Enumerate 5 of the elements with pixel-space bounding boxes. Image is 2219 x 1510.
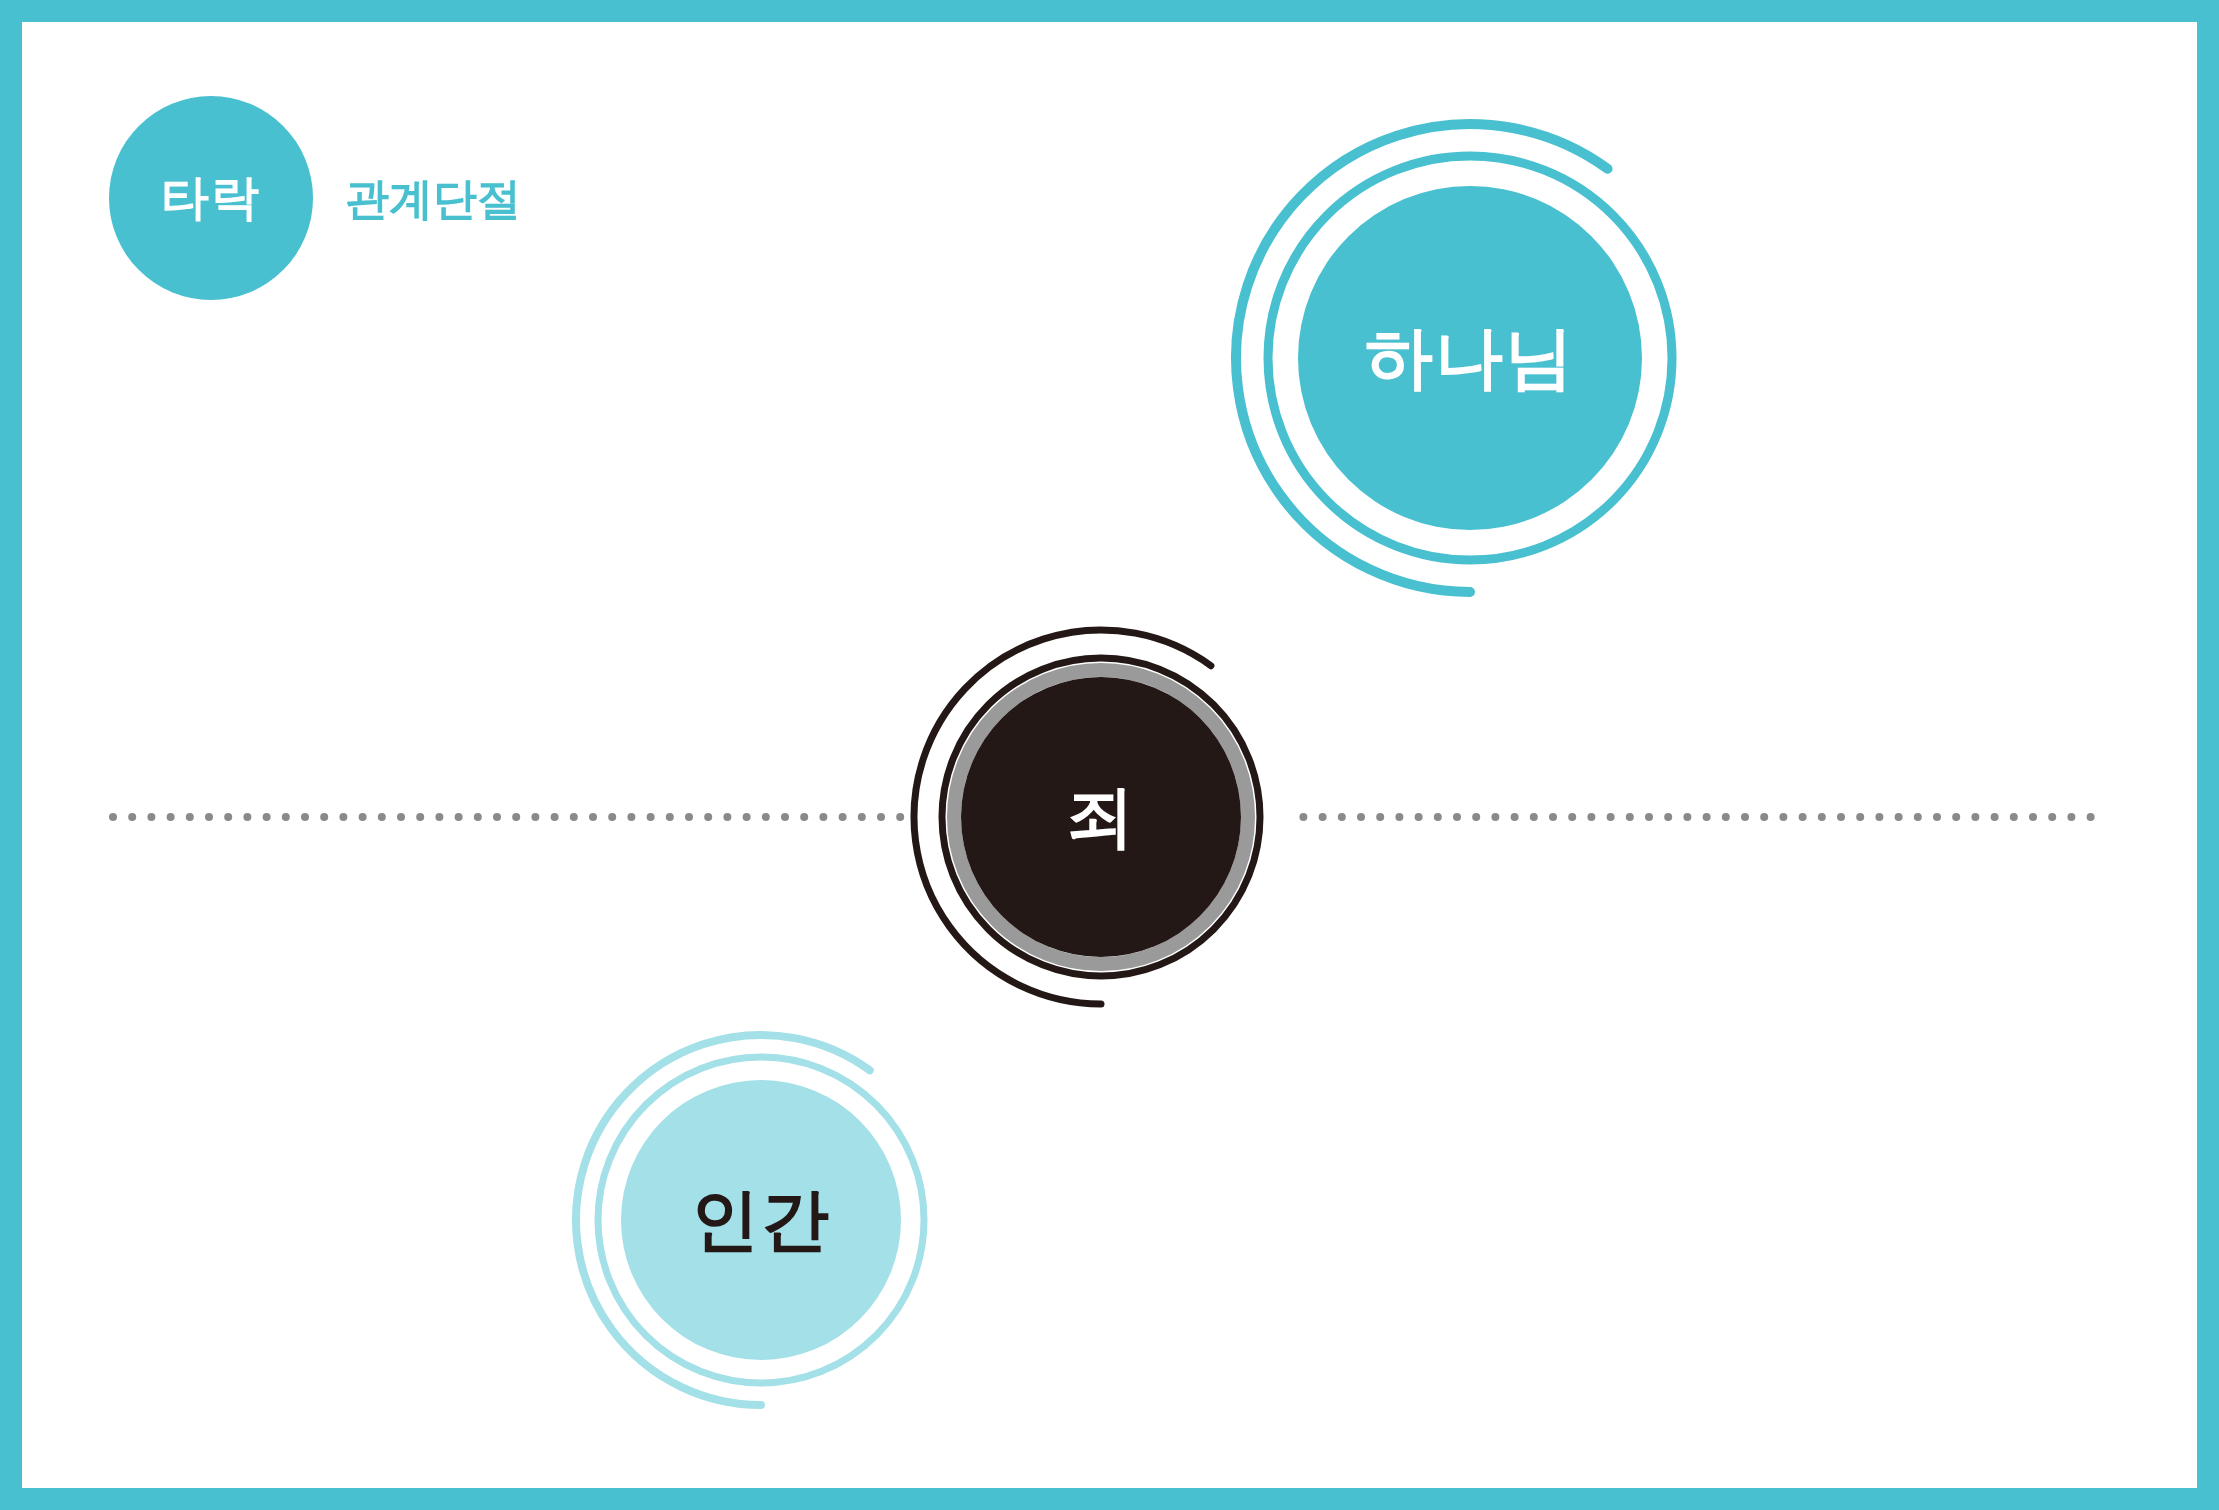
node-label: 죄 bbox=[1066, 775, 1136, 858]
node-label: 하나님 bbox=[1365, 316, 1575, 399]
node-label: 인간 bbox=[691, 1178, 831, 1261]
node-label: 타락 bbox=[161, 168, 261, 227]
caption-text: 관계단절 bbox=[345, 172, 521, 226]
